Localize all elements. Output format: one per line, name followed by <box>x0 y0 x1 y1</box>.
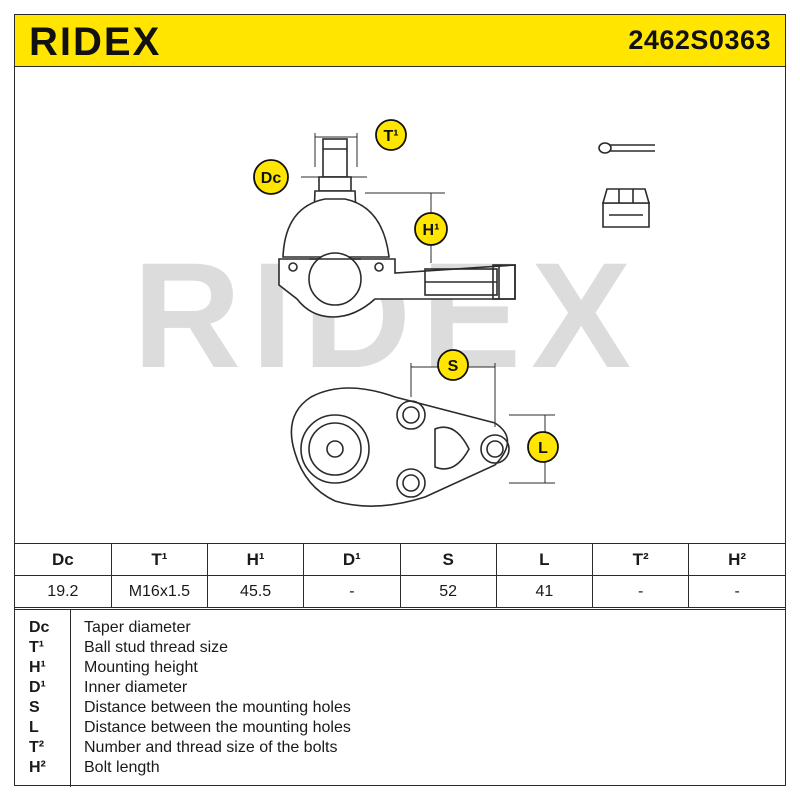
part-number: 2462S0363 <box>628 25 771 55</box>
legend-code: S <box>29 699 40 716</box>
legend-code: H¹ <box>29 659 46 676</box>
callout-l: L <box>527 431 559 463</box>
spec-value-h1: 45.5 <box>206 575 305 608</box>
spec-header-d1: D¹ <box>303 543 401 576</box>
datasheet-frame: RIDEX 2462S0363 RIDEX <box>14 14 786 787</box>
legend-description: Distance between the mounting holes <box>84 719 351 736</box>
legend-description: Bolt length <box>84 759 160 776</box>
spec-table: Dc T¹ H¹ D¹ S L T² H² 19.2 M16x1.5 45.5 … <box>15 543 785 608</box>
legend-item: H¹ Mounting height <box>15 658 785 678</box>
legend-description: Ball stud thread size <box>84 639 229 656</box>
ridex-logo: RIDEX <box>29 21 161 61</box>
legend-description: Taper diameter <box>84 619 191 636</box>
hardware-parts <box>598 142 655 228</box>
legend-code: T¹ <box>29 639 45 656</box>
legend-item: T¹ Ball stud thread size <box>15 638 785 658</box>
spec-value-row: 19.2 M16x1.5 45.5 - 52 41 - - <box>15 575 785 608</box>
legend-description: Distance between the mounting holes <box>84 699 351 716</box>
spec-header-t1: T¹ <box>110 543 209 576</box>
logo-text: RIDEX <box>29 21 161 61</box>
spec-value-d1: - <box>303 575 401 608</box>
legend-code: T² <box>29 739 45 756</box>
spec-value-t1: M16x1.5 <box>110 575 209 608</box>
legend-item: T² Number and thread size of the bolts <box>15 738 785 758</box>
side-view <box>278 133 516 318</box>
drawing-svg: RIDEX <box>133 119 655 507</box>
legend-item: Dc Taper diameter <box>15 618 785 638</box>
spec-value-h2: - <box>688 575 785 608</box>
callout-t1: T¹ <box>375 119 407 151</box>
spec-value-s: 52 <box>399 575 497 608</box>
spec-header-s: S <box>399 543 497 576</box>
legend-list: Dc Taper diameter T¹ Ball stud thread size… <box>15 618 785 778</box>
callout-dc: Dc <box>253 159 289 195</box>
svg-text:L: L <box>538 440 548 457</box>
svg-text:H¹: H¹ <box>423 222 440 239</box>
legend-item: L Distance between the mounting holes <box>15 718 785 738</box>
spec-value-t2: - <box>591 575 690 608</box>
spec-header-dc: Dc <box>15 543 112 576</box>
header-bar: RIDEX 2462S0363 <box>15 15 785 67</box>
top-view <box>290 363 555 507</box>
legend-code: D¹ <box>29 679 46 696</box>
legend-code: L <box>29 719 39 736</box>
technical-drawing: RIDEX <box>15 67 785 543</box>
spec-header-l: L <box>495 543 594 576</box>
svg-text:T¹: T¹ <box>383 128 398 145</box>
svg-text:Dc: Dc <box>261 170 282 187</box>
legend-item: D¹ Inner diameter <box>15 678 785 698</box>
legend-code: Dc <box>29 619 50 636</box>
spec-header-row: Dc T¹ H¹ D¹ S L T² H² <box>15 543 785 576</box>
spec-header-h1: H¹ <box>206 543 305 576</box>
spec-value-l: 41 <box>495 575 594 608</box>
svg-text:S: S <box>448 358 459 375</box>
legend-description: Mounting height <box>84 659 198 676</box>
spec-header-h2: H² <box>688 543 785 576</box>
callout-s: S <box>437 349 469 381</box>
legend-item: S Distance between the mounting holes <box>15 698 785 718</box>
legend-description: Inner diameter <box>84 679 188 696</box>
spec-header-t2: T² <box>591 543 690 576</box>
spec-value-dc: 19.2 <box>15 575 112 608</box>
legend-description: Number and thread size of the bolts <box>84 739 338 756</box>
legend: Dc Taper diameter T¹ Ball stud thread size… <box>15 609 785 787</box>
legend-divider <box>70 610 72 787</box>
callout-h1: H¹ <box>414 212 448 246</box>
legend-item: H² Bolt length <box>15 758 785 778</box>
legend-code: H² <box>29 759 46 776</box>
